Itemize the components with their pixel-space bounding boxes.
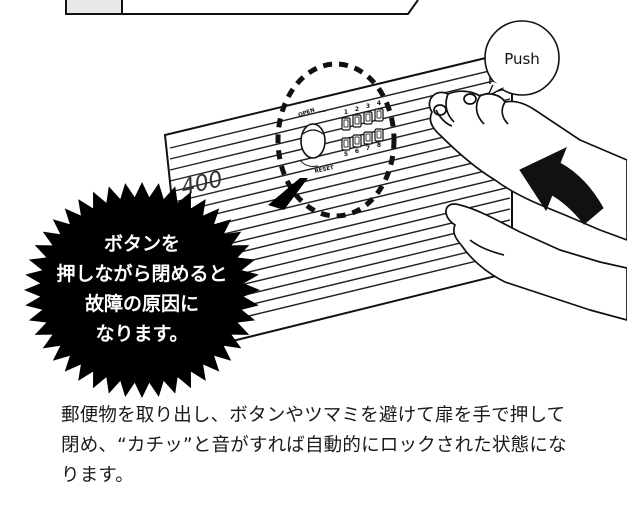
keypad-number: 6 (355, 148, 359, 155)
keypad-button-inner (376, 110, 382, 119)
top-frame-shade (67, 0, 121, 13)
caption-line-2: 閉め、“カチッ”と音がすれば自動的にロックされた状態にな (61, 435, 567, 456)
keypad-button-inner (376, 130, 382, 139)
dial-knob[interactable] (299, 110, 327, 167)
dial-open-label: OPEN (298, 107, 316, 119)
keypad-button-inner (354, 136, 360, 145)
warning-line-1: ボタンを (104, 233, 180, 255)
louver-line (169, 65, 511, 149)
warning-line-4: なります。 (95, 323, 188, 345)
caption-line-1: 郵便物を取り出し、ボタンやツマミを避けて扉を手で押して (61, 405, 566, 426)
keypad-button-inner (365, 113, 371, 122)
hand-lower-icon (445, 203, 627, 321)
keypad-button-inner (354, 116, 360, 125)
keypad-button-inner (343, 139, 349, 148)
keypad[interactable]: 1 5 2 6 3 7 4 8 (341, 100, 384, 158)
dial-reset-label: RESET (314, 165, 335, 175)
keypad-button-inner (365, 133, 371, 142)
keypad-number: 8 (377, 142, 381, 149)
louver-line (169, 142, 511, 226)
top-frame (65, 0, 419, 15)
warning-line-2: 押しながら閉めると (56, 262, 227, 285)
keypad-number: 2 (355, 106, 359, 113)
keypad-button-inner (343, 119, 349, 128)
louver-line (169, 164, 511, 248)
keypad-number: 1 (344, 109, 348, 116)
louver-line (169, 76, 511, 160)
caption-line-3: ります。 (61, 465, 134, 486)
keypad-number: 7 (366, 145, 370, 152)
keypad-number: 3 (366, 103, 370, 110)
keypad-number: 5 (344, 151, 348, 158)
warning-starburst: ボタンを 押しながら閉めると 故障の原因に なります。 (24, 182, 260, 398)
curved-arrow-icon (519, 146, 604, 225)
keypad-number: 4 (377, 100, 381, 107)
push-bubble-text: Push (504, 50, 540, 68)
highlight-circle (275, 61, 397, 219)
warning-pointer (268, 178, 308, 210)
warning-line-3: 故障の原因に (85, 292, 199, 315)
caption: 郵便物を取り出し、ボタンやツマミを避けて扉を手で押して 閉め、“カチッ”と音がす… (61, 401, 601, 491)
push-bubble: Push (484, 20, 560, 97)
